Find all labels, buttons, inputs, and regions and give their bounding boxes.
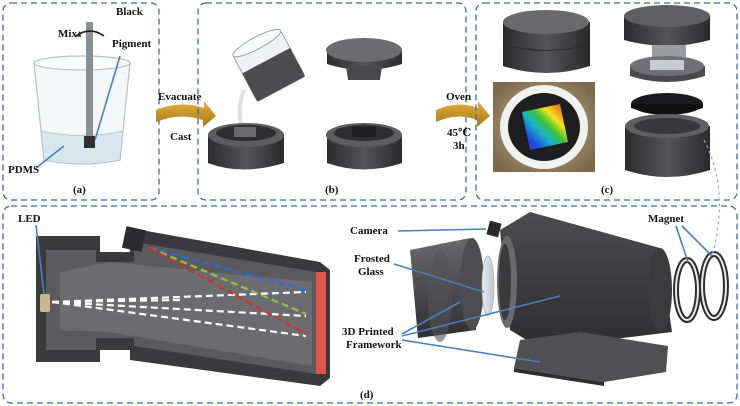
led-module [40,294,50,312]
mold-cured [326,123,402,170]
label-frosted: Frosted [354,253,390,265]
label-3d-printed: 3D Printed [342,326,394,338]
camera-mount [121,226,147,252]
label-pdms: PDMS [8,164,39,176]
arrow-evacuate-cast: Evacuate Cast [156,91,216,143]
diffraction-grating [522,104,568,150]
label-pigment: Pigment [112,38,151,50]
magnet-pointer-2 [681,225,713,257]
mold-filled [208,123,284,170]
panel-b: (b) [197,2,467,201]
panel-d-caption: (d) [360,389,374,401]
arrow-oven: Oven 45℃ 3h [436,91,490,152]
label-magnet: Magnet [648,213,684,225]
link-to-panel-c [703,139,720,257]
exploded-stack [624,5,710,177]
framework-pointer-2 [401,295,561,337]
frosted-pointer [393,263,485,293]
stir-rod [86,22,93,140]
label-camera: Camera [350,225,388,237]
pdms-pointer [35,145,65,169]
label-black: Black [116,6,144,18]
frosted-screen [316,272,326,374]
mold-lid [326,38,402,80]
panel-b-caption: (b) [325,184,339,196]
framework-pointer-3 [401,339,541,363]
label-3h: 3h [453,140,465,152]
cured-disk [502,10,591,73]
framework-pointer-1 [401,301,461,335]
label-cast: Cast [170,131,192,143]
beaker [33,55,131,165]
panel-c: (c) [475,2,738,201]
beam-red [149,247,307,335]
panel-c-caption: (c) [601,184,614,196]
panel-d-frame [2,205,738,404]
magnet-pointer-1 [675,225,689,263]
pigment-pointer [94,55,121,141]
pouring-cup [232,28,306,102]
main-body [500,212,672,348]
photo-grating-mount [493,82,595,172]
panel-a: Mix Black Pigment PDMS (a) [2,2,160,201]
label-45c: 45℃ [447,127,471,139]
label-oven: Oven [446,91,471,103]
white-beams [51,290,307,338]
panel-b-frame [197,2,467,201]
beam-green [149,246,307,316]
camera-pointer [397,228,487,232]
base-plate [514,332,668,382]
camera-module [486,220,502,238]
panel-a-caption: (a) [73,184,86,196]
pdms-liquid [40,130,124,165]
label-mix: Mix [58,28,77,40]
label-framework: Framework [346,339,402,351]
frosted-glass-disk [481,255,495,317]
panel-a-frame [2,2,160,201]
cross-section-view: LED [18,213,330,386]
panel-c-frame [475,2,738,201]
panel-d: LED Camera [2,139,738,404]
label-led: LED [18,213,41,225]
label-glass: Glass [358,266,384,278]
led-pointer [35,224,45,295]
exploded-assembly [410,139,729,386]
label-evacuate: Evacuate [158,91,202,103]
beam-blue [149,246,307,292]
